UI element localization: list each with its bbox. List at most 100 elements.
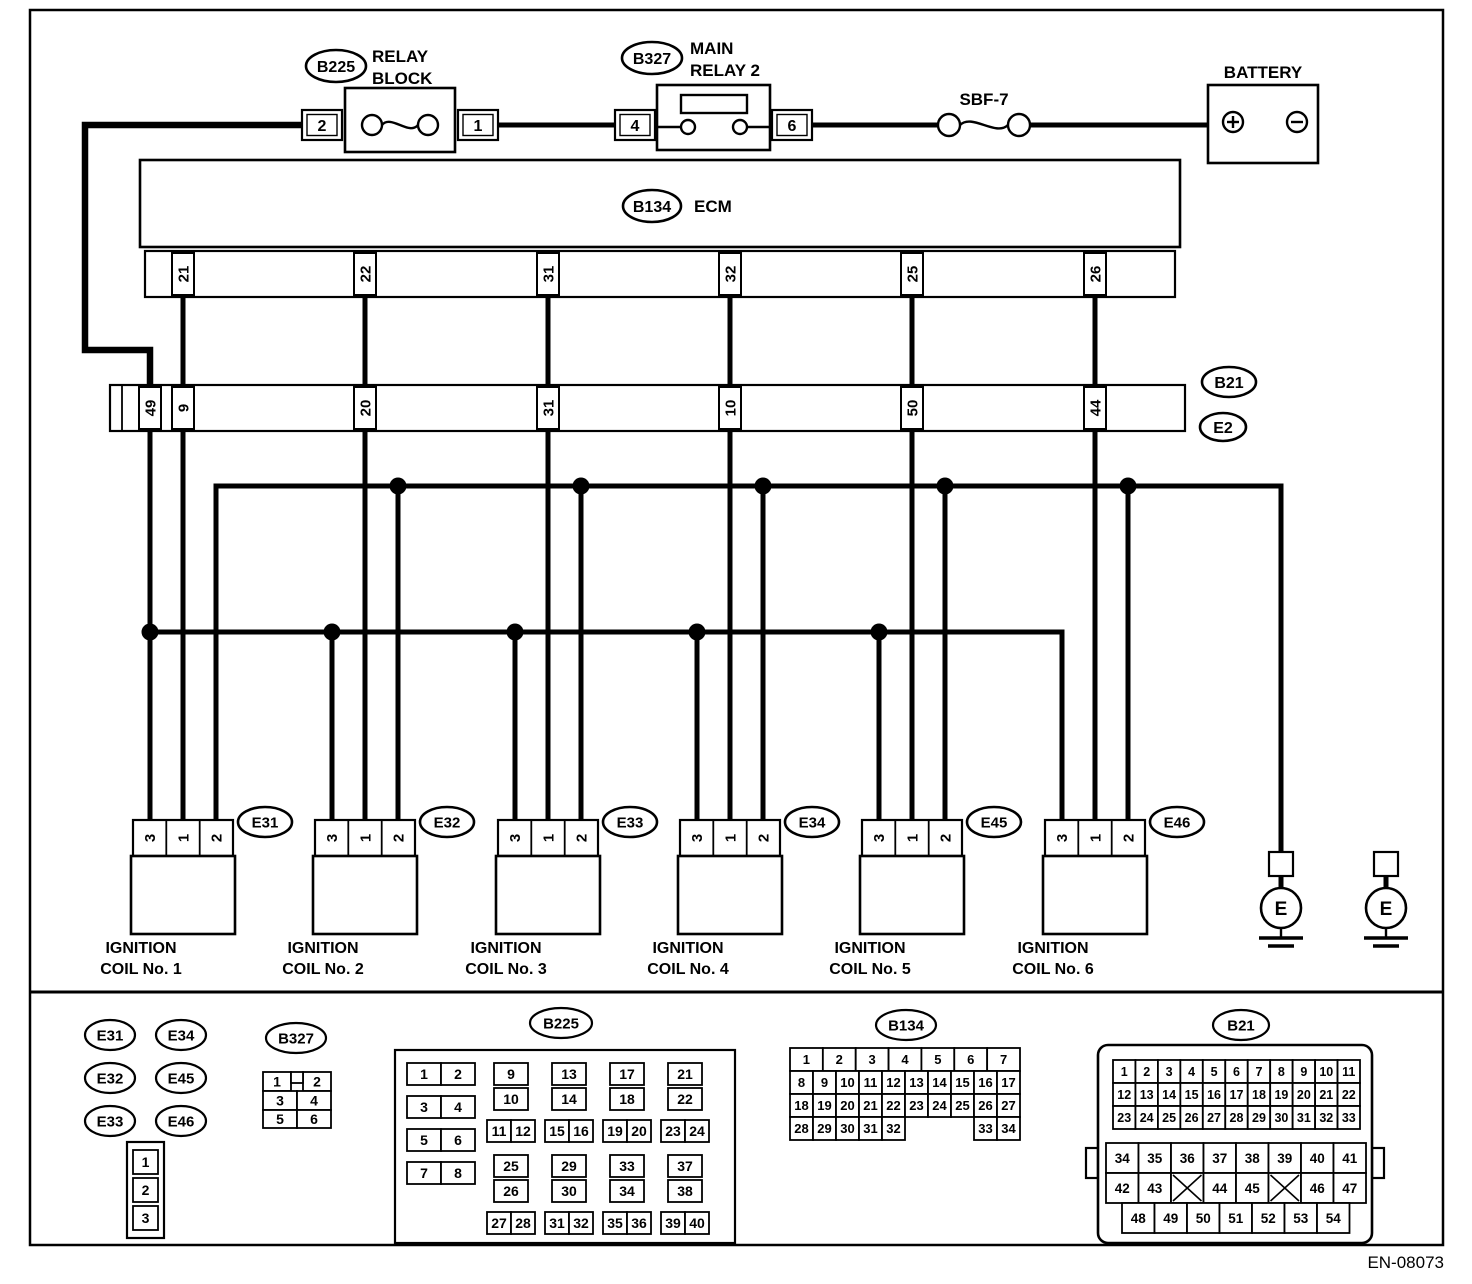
ground-terminal-box [1267, 850, 1295, 878]
coil-name-line1: IGNITION [287, 940, 358, 957]
b134-pin: 23 [909, 1098, 923, 1113]
b327-pin: 3 [276, 1093, 284, 1109]
connector-id: E45 [168, 1070, 195, 1087]
b225-pin: 29 [561, 1158, 577, 1174]
coil-connector-id-ellipse [236, 805, 294, 839]
b21-pin: 28 [1230, 1111, 1244, 1125]
ecm-pin-number: 32 [722, 266, 739, 283]
b21-pin: 17 [1230, 1088, 1244, 1102]
connector-id-ellipse [83, 1018, 137, 1052]
b21-pin: 50 [1196, 1211, 1211, 1226]
b134-pin: 26 [978, 1098, 992, 1113]
ecm-pin-number: 22 [357, 266, 374, 283]
b134-pin: 18 [794, 1098, 808, 1113]
b225-pin: 25 [503, 1158, 519, 1174]
b225-pin: 34 [619, 1183, 635, 1199]
b134-pin: 7 [1000, 1052, 1007, 1067]
ground-bus-upper [213, 483, 1284, 853]
junction-dot [572, 477, 590, 495]
b21-pin: 23 [1117, 1111, 1131, 1125]
coil-connector-pin-box [132, 1205, 159, 1231]
b21-id-ellipse [1200, 365, 1258, 399]
b134-pin: 10 [840, 1075, 854, 1090]
coil-connector-id-ellipse [601, 805, 659, 839]
fuse-terminal-icon [360, 113, 384, 137]
ground-terminal-box [1372, 850, 1400, 878]
b21-pin: 12 [1117, 1088, 1131, 1102]
b21-id: B21 [1214, 375, 1243, 392]
connector-id-ellipse [154, 1018, 208, 1052]
coil-name-line2: COIL No. 1 [100, 961, 182, 978]
b225-pin: 38 [677, 1183, 693, 1199]
b21-pin-box [1121, 1202, 1156, 1234]
coil-connector [131, 818, 235, 858]
relay-block-box [343, 86, 457, 154]
b21-pin: 33 [1342, 1111, 1356, 1125]
b225-pin-box [609, 1062, 645, 1086]
fuse-label: SBF-7 [959, 90, 1008, 109]
b225-pin: 2 [454, 1066, 462, 1082]
b225-pin-box [667, 1087, 703, 1111]
b225-pin: 4 [454, 1099, 462, 1115]
b21-pin: 5 [1211, 1065, 1218, 1079]
main-relay-id-ellipse [620, 40, 684, 76]
coil-pin-number: 1 [904, 834, 921, 842]
relay-coil-icon [679, 93, 749, 115]
b225-pin-box [510, 1119, 536, 1143]
relay-block-pin-number: 2 [318, 118, 327, 135]
b21-pin: 30 [1274, 1111, 1288, 1125]
b225-pin-box [493, 1179, 529, 1203]
coil-name-line2: COIL No. 5 [829, 961, 911, 978]
b225-pinout-id: B225 [543, 1016, 579, 1033]
b21-pin: 8 [1278, 1065, 1285, 1079]
coil-name-line1: IGNITION [1017, 940, 1088, 957]
coil-pin-number: 3 [871, 834, 888, 842]
coil-connector-id: E33 [617, 815, 644, 832]
b21-pin-box [353, 386, 377, 430]
b21-pin-box [1251, 1202, 1286, 1234]
b225-pin: 14 [561, 1091, 577, 1107]
b225-pin: 24 [689, 1123, 705, 1139]
b225-pin: 23 [665, 1123, 681, 1139]
b21-pin-number: 10 [722, 400, 739, 417]
fuse-sbf7: SBF-7 [936, 90, 1032, 138]
b225-pin: 16 [573, 1123, 589, 1139]
coil-pin-number: 1 [357, 834, 374, 842]
b327-key-notch [290, 1071, 304, 1084]
document-number: EN-08073 [1367, 1253, 1444, 1272]
ecm-pin-number: 25 [904, 266, 921, 283]
b21-pin: 38 [1245, 1151, 1261, 1166]
ecm-pin-box [900, 252, 924, 296]
coil-pin-number: 2 [756, 834, 773, 842]
b134-pin: 29 [817, 1121, 831, 1136]
coil-connector [1043, 818, 1147, 858]
b21-pin-box [1235, 1142, 1270, 1174]
b21-pin-box [1332, 1172, 1367, 1204]
b225-pin: 30 [561, 1183, 577, 1199]
junction-dot [141, 623, 159, 641]
b21-pin-number: 49 [142, 400, 159, 417]
ground-label: E [1275, 899, 1288, 920]
b225-pin: 18 [619, 1091, 635, 1107]
b225-pinout-id-ellipse [528, 1006, 594, 1040]
b225-pin-box [440, 1095, 476, 1119]
coil-connector-id: E31 [252, 815, 279, 832]
b225-pin: 36 [631, 1215, 647, 1231]
b225-pin-box [684, 1211, 710, 1235]
b225-pin-box [440, 1062, 476, 1086]
b21-pin: 10 [1319, 1065, 1333, 1079]
b21-pin-number: 20 [357, 400, 374, 417]
b134-pin: 22 [886, 1098, 900, 1113]
b21-pin-number: 9 [175, 404, 192, 412]
b327-pin: 2 [313, 1074, 321, 1090]
main-relay-name: MAIN [690, 39, 733, 58]
b21-pin: 48 [1131, 1211, 1147, 1226]
b21-pin: 52 [1261, 1211, 1276, 1226]
b21-pin-box [1336, 1105, 1361, 1130]
